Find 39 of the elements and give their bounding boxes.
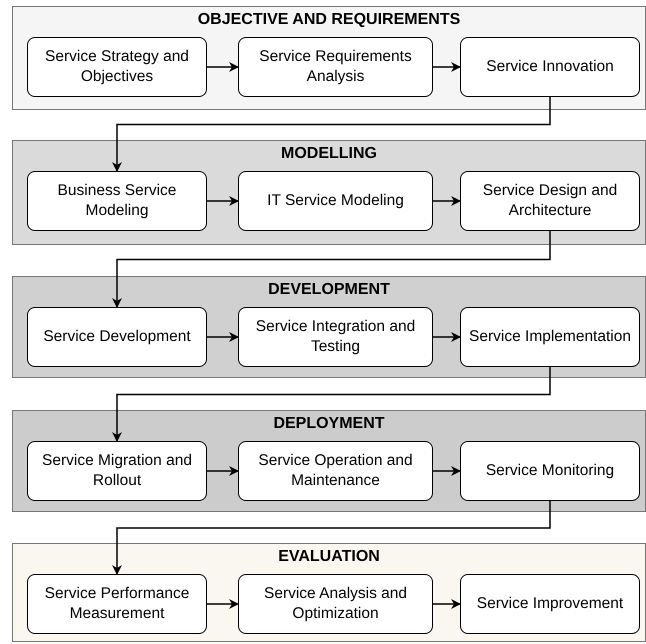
arrow xyxy=(433,62,461,72)
process-box: Service Integration and Testing xyxy=(238,307,433,367)
arrow xyxy=(433,466,461,476)
arrow xyxy=(433,196,461,206)
process-box: Service Design and Architecture xyxy=(460,171,640,231)
stage-band xyxy=(12,6,646,110)
arrow xyxy=(207,599,239,609)
arrow xyxy=(112,97,551,172)
process-box: IT Service Modeling xyxy=(238,171,433,231)
arrow xyxy=(112,367,551,442)
arrow xyxy=(112,501,551,575)
stage-heading: OBJECTIVE AND REQUIREMENTS xyxy=(196,10,462,30)
arrow xyxy=(433,599,461,609)
stage-heading: DEPLOYMENT xyxy=(272,414,386,434)
arrow xyxy=(433,332,461,342)
process-box: Business Service Modeling xyxy=(27,171,207,231)
stage-heading: MODELLING xyxy=(280,144,378,164)
process-box: Service Operation and Maintenance xyxy=(238,441,433,501)
arrow xyxy=(207,332,239,342)
process-box: Service Analysis and Optimization xyxy=(238,574,433,634)
process-box: Service Migration and Rollout xyxy=(27,441,207,501)
process-box: Service Monitoring xyxy=(460,441,640,501)
process-box: Service Improvement xyxy=(460,574,640,634)
stage-heading: DEVELOPMENT xyxy=(267,280,391,300)
process-box: Service Development xyxy=(27,307,207,367)
process-box: Service Implementation xyxy=(460,307,640,367)
process-box: Service Requirements Analysis xyxy=(238,37,433,97)
stage-band xyxy=(12,276,646,378)
process-box: Service Performance Measurement xyxy=(27,574,207,634)
arrow xyxy=(207,62,239,72)
stage-band xyxy=(12,140,646,245)
stage-band xyxy=(12,543,646,642)
arrow xyxy=(207,466,239,476)
process-box: Service Strategy and Objectives xyxy=(27,37,207,97)
stage-band xyxy=(12,410,646,512)
stage-heading: EVALUATION xyxy=(277,547,381,567)
process-box: Service Innovation xyxy=(460,37,640,97)
arrow xyxy=(112,231,551,308)
arrow xyxy=(207,196,239,206)
